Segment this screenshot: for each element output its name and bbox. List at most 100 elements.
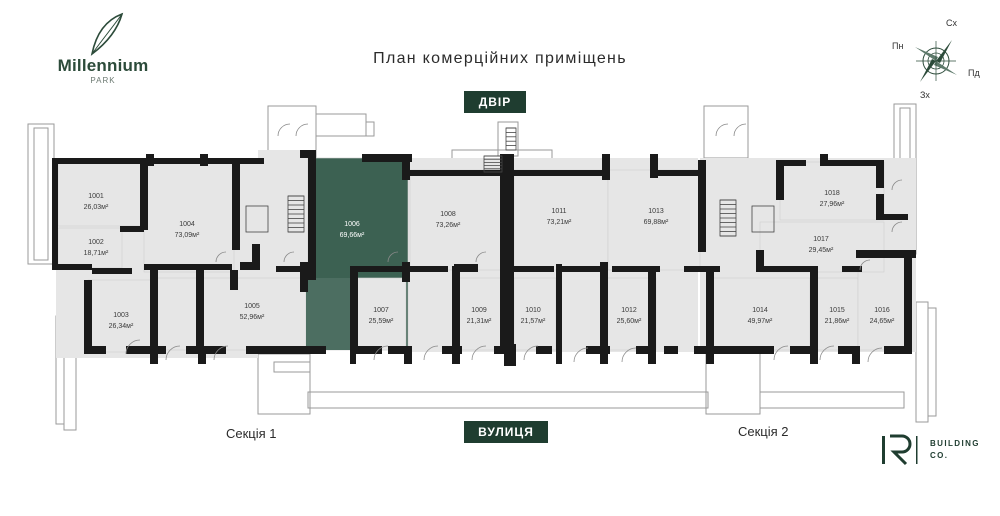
- room-number: 1006: [344, 221, 360, 228]
- room-area: 18,71м²: [83, 250, 109, 257]
- wall-segment: [200, 158, 236, 164]
- stairs: [245, 127, 775, 237]
- door-arc: [471, 345, 487, 361]
- room-area: 73,26м²: [435, 222, 461, 229]
- room-1005[interactable]: 1005 52,96м²: [240, 301, 265, 323]
- wall-segment: [904, 254, 912, 350]
- room-shape-1013[interactable]: [607, 169, 701, 271]
- room-number: 1008: [440, 211, 456, 218]
- door-arc: [573, 347, 589, 363]
- room-1016[interactable]: 1016 24,65м²: [870, 305, 895, 327]
- room-1017[interactable]: 1017 29,45м²: [809, 234, 834, 256]
- room-area: 26,34м²: [108, 323, 134, 330]
- wall-segment: [232, 158, 240, 250]
- room-area: 21,86м²: [824, 318, 850, 325]
- compass-south-label: Пд: [968, 68, 980, 78]
- room-shape-1011[interactable]: [513, 169, 609, 271]
- wall-segment: [452, 346, 460, 364]
- wall-segment: [252, 244, 260, 270]
- compass-west-label: Зх: [920, 90, 930, 100]
- walls: [52, 150, 916, 366]
- wall-segment: [884, 346, 912, 354]
- room-1007[interactable]: 1007 25,59м²: [369, 305, 394, 327]
- room-number: 1016: [874, 307, 890, 314]
- room-1018[interactable]: 1018 27,96м²: [820, 188, 845, 210]
- door-arc: [423, 345, 439, 361]
- room-shape-1010[interactable]: [513, 277, 557, 351]
- room-1009[interactable]: 1009 21,31м²: [467, 305, 492, 327]
- room-shape-1017[interactable]: [759, 221, 885, 273]
- door-arc: [819, 345, 835, 361]
- wall-segment: [556, 264, 562, 354]
- millennium-park-logo: Millennium PARK: [40, 10, 160, 85]
- wall-segment: [262, 346, 278, 354]
- room-shape-1006-lower[interactable]: [306, 278, 356, 350]
- room-1011[interactable]: 1011 73,21м²: [547, 206, 572, 228]
- room-1008[interactable]: 1008 73,26м²: [436, 209, 461, 231]
- room-shape-1004[interactable]: [143, 161, 235, 273]
- leaf-icon: [90, 12, 124, 56]
- wall-segment: [388, 346, 412, 354]
- room-1012[interactable]: 1012 25,60м²: [617, 305, 642, 327]
- compass-east-label: Сх: [946, 18, 957, 28]
- wall-segment: [276, 266, 302, 272]
- wall-segment: [650, 154, 658, 178]
- room-shape-1007[interactable]: [355, 277, 407, 351]
- room-1003[interactable]: 1003 26,34м²: [109, 310, 134, 332]
- wall-segment: [698, 160, 706, 252]
- wall-segment: [352, 346, 382, 354]
- room-shape-1012[interactable]: [605, 277, 657, 351]
- compass-rose-icon: [915, 40, 957, 82]
- room-number: 1014: [752, 307, 768, 314]
- door-arc: [295, 123, 309, 137]
- door-arc: [733, 123, 747, 137]
- room-1015[interactable]: 1015 21,86м²: [825, 305, 850, 327]
- page-title: План комерційних приміщень: [373, 50, 627, 67]
- room-area: 49,97м²: [747, 318, 773, 325]
- wall-segment: [664, 346, 678, 354]
- room-1004[interactable]: 1004 73,09м²: [175, 219, 200, 241]
- wall-segment: [84, 280, 92, 350]
- developer-text: BUILDING CO.: [930, 438, 990, 462]
- room-1013[interactable]: 1013 69,88м²: [644, 206, 669, 228]
- wall-segment: [842, 266, 862, 272]
- wall-segment: [140, 158, 148, 230]
- room-number: 1003: [113, 312, 129, 319]
- room-number: 1013: [648, 208, 664, 215]
- room-1010[interactable]: 1010 21,57м²: [521, 305, 546, 327]
- wall-segment: [300, 262, 308, 292]
- door-arc: [891, 221, 903, 233]
- wall-segment: [694, 346, 714, 354]
- room-1006[interactable]: 1006 69,66м²: [340, 219, 365, 241]
- door-arc: [891, 179, 903, 191]
- compass-north-label: Пн: [892, 41, 904, 51]
- room-number: 1018: [824, 190, 840, 197]
- room-shape-1001[interactable]: [57, 161, 143, 227]
- wall-segment: [810, 266, 818, 346]
- room-1001[interactable]: 1001 26,03м²: [84, 191, 109, 213]
- room-area: 21,31м²: [466, 318, 492, 325]
- room-number: 1010: [525, 307, 541, 314]
- room-area: 73,09м²: [174, 232, 200, 239]
- room-shape-1009[interactable]: [457, 277, 505, 351]
- section-2-label: Секція 2: [738, 424, 789, 439]
- wall-segment: [856, 250, 916, 258]
- room-number: 1015: [829, 307, 845, 314]
- developer-line-1: BUILDING: [930, 439, 980, 448]
- room-shape-1015[interactable]: [815, 277, 859, 351]
- door-arc: [125, 339, 141, 355]
- room-shape-1014[interactable]: [709, 277, 811, 351]
- door-arc: [213, 345, 229, 361]
- room-number: 1012: [621, 307, 637, 314]
- room-number: 1002: [88, 239, 104, 246]
- room-1002[interactable]: 1002 18,71м²: [84, 237, 109, 259]
- wall-segment: [362, 154, 412, 162]
- room-1014[interactable]: 1014 49,97м²: [748, 305, 773, 327]
- room-shape-1003[interactable]: [87, 279, 155, 353]
- wall-segment: [560, 266, 600, 272]
- floor-area: [258, 150, 308, 172]
- room-shape-1008[interactable]: [409, 169, 505, 271]
- wall-segment: [636, 346, 656, 354]
- stair-well: [719, 199, 737, 237]
- wall-segment: [236, 158, 264, 164]
